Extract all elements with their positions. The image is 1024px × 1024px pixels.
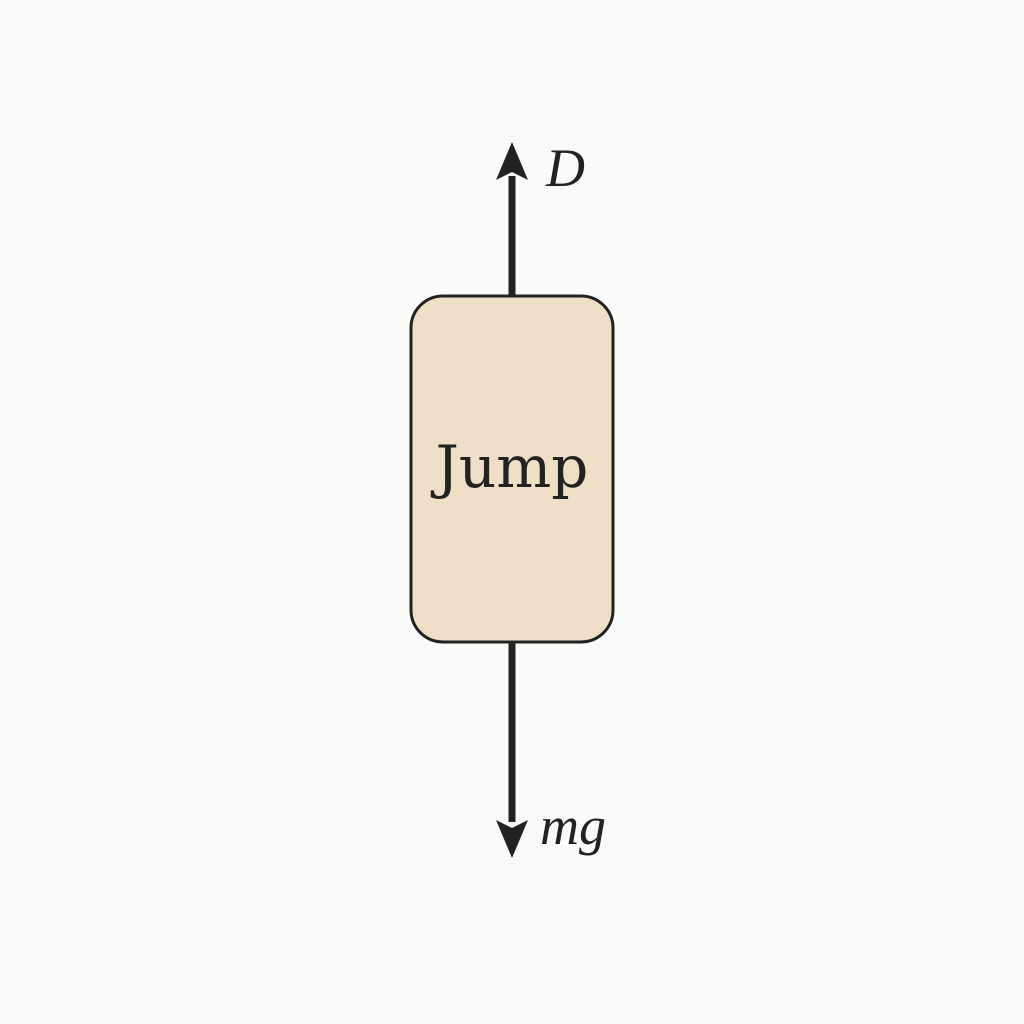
body-block [409,294,615,644]
force-arrow-up-head [496,142,528,180]
force-label-d: D [545,138,585,198]
force-arrow-down [496,642,528,858]
body-label: Jump [431,433,589,501]
force-arrow-up [496,142,528,296]
force-label-mg: mg [540,796,606,856]
force-arrow-down-head [496,820,528,858]
